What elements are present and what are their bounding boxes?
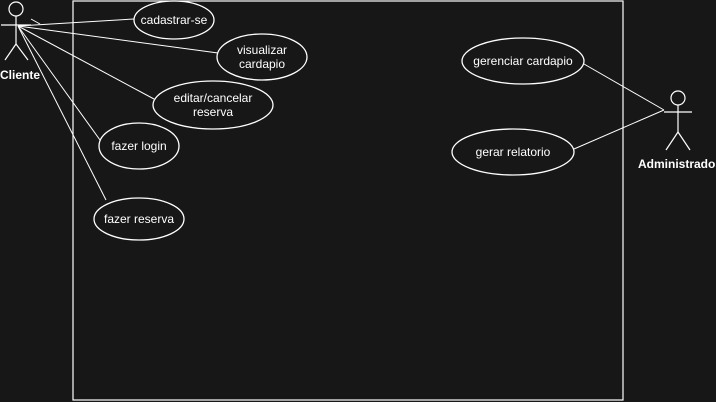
association-cliente-visualizar [17,25,219,54]
use-case-label: fazer reserva [104,212,174,226]
association-tick [30,18,41,25]
actor-administrador[interactable]: Administrador [638,90,716,171]
use-case-label: gerenciar cardapio [473,54,573,68]
association-cliente-reserva [17,25,107,201]
use-case-gerar-relatorio[interactable]: gerar relatorio [451,128,575,176]
actor-cliente-left-leg [4,43,17,61]
actor-administrador-head [670,90,686,106]
association-cliente-editar [17,25,155,100]
association-cliente-cadastrar [17,18,135,27]
system-boundary [72,0,624,401]
actor-administrador-left-leg [665,131,679,151]
actor-cliente[interactable]: Cliente [0,1,40,82]
association-administrador-relatorio [573,109,665,150]
actor-administrador-name: Administrador [638,157,716,171]
actor-administrador-right-leg [677,131,691,151]
use-case-label: gerar relatorio [476,145,551,159]
use-case-label: fazer login [111,139,166,153]
actor-cliente-name: Cliente [0,68,40,82]
use-case-label: cadastrar-se [141,13,208,27]
actor-cliente-head [8,1,24,17]
use-case-fazer-login[interactable]: fazer login [98,122,180,170]
association-administrador-gerenciar [583,63,665,111]
use-case-cadastrar-se[interactable]: cadastrar-se [133,0,215,40]
actor-cliente-right-leg [15,43,29,61]
association-cliente-login [17,25,101,141]
association-lines [17,18,665,201]
use-case-gerenciar-cardapio[interactable]: gerenciar cardapio [461,37,585,85]
use-case-fazer-reserva[interactable]: fazer reserva [93,197,185,241]
